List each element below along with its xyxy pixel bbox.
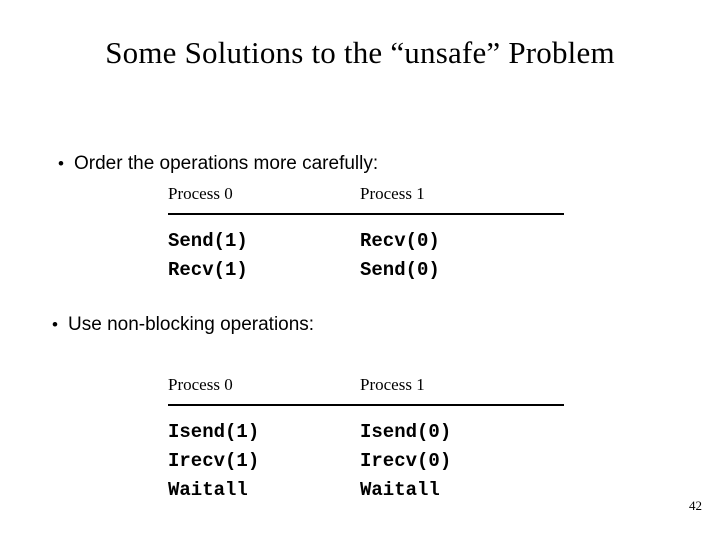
- table-1-header-process-0: Process 0: [168, 184, 233, 203]
- table-2-cell-r1c0: Irecv(1): [168, 450, 260, 472]
- table-2-body: Isend(1) Isend(0) Irecv(1) Irecv(0) Wait…: [168, 420, 564, 507]
- table-row: Recv(1) Send(0): [168, 258, 564, 287]
- slide-title: Some Solutions to the “unsafe” Problem: [105, 35, 615, 70]
- bullet-marker-icon: •: [52, 315, 58, 334]
- table-1-header-process-1: Process 1: [360, 184, 425, 203]
- bullet-text-1: Order the operations more carefully:: [74, 153, 379, 174]
- bullet-text-2: Use non-blocking operations:: [68, 314, 315, 335]
- table-1-header-row: Process 0 Process 1: [168, 183, 564, 209]
- table-1-cell-r1c0: Recv(1): [168, 259, 248, 281]
- table-1-divider: [168, 213, 564, 215]
- table-2-header-process-0: Process 0: [168, 375, 233, 394]
- table-1-cell-r0c0: Send(1): [168, 230, 248, 252]
- bullet-marker-icon: •: [58, 154, 64, 173]
- operations-table-2: Process 0 Process 1 Isend(1) Isend(0) Ir…: [168, 374, 564, 507]
- table-1-cell-r1c1: Send(0): [360, 259, 440, 281]
- table-2-header-row: Process 0 Process 1: [168, 374, 564, 400]
- table-2-cell-r2c1: Waitall: [360, 479, 440, 501]
- table-2-cell-r1c1: Irecv(0): [360, 450, 452, 472]
- table-row: Waitall Waitall: [168, 478, 564, 507]
- bullet-item-1: • Order the operations more carefully:: [58, 152, 378, 176]
- page-number: 42: [689, 498, 702, 513]
- bullet-item-2: • Use non-blocking operations:: [52, 313, 314, 337]
- table-row: Irecv(1) Irecv(0): [168, 449, 564, 478]
- table-2-cell-r0c1: Isend(0): [360, 421, 452, 443]
- table-2-cell-r0c0: Isend(1): [168, 421, 260, 443]
- table-1-body: Send(1) Recv(0) Recv(1) Send(0): [168, 229, 564, 287]
- table-2-cell-r2c0: Waitall: [168, 479, 248, 501]
- table-1-cell-r0c1: Recv(0): [360, 230, 440, 252]
- table-2-header-process-1: Process 1: [360, 375, 425, 394]
- table-row: Send(1) Recv(0): [168, 229, 564, 258]
- operations-table-1: Process 0 Process 1 Send(1) Recv(0) Recv…: [168, 183, 564, 287]
- table-2-divider: [168, 404, 564, 406]
- table-row: Isend(1) Isend(0): [168, 420, 564, 449]
